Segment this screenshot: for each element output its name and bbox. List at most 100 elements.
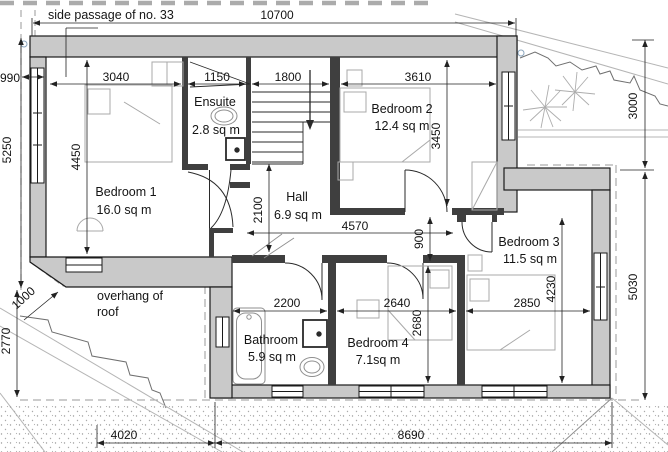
dim-label-4020: 4020 xyxy=(111,428,138,442)
door-bedroom3 xyxy=(461,221,493,253)
interior-walls xyxy=(182,57,504,385)
wall-bedroom2-south-left xyxy=(330,208,405,215)
dim-label-3040: 3040 xyxy=(103,70,130,84)
wall-stair-stub xyxy=(230,182,250,188)
bed-bedroom1 xyxy=(84,84,173,163)
survey-point-right xyxy=(517,49,525,57)
tree-icon xyxy=(522,71,596,129)
room-area-bedroom1: 16.0 sq m xyxy=(97,203,152,217)
window-bathroom-bottom xyxy=(271,385,304,398)
dim-label-2640: 2640 xyxy=(384,296,411,310)
room-area-bedroom3: 11.5 sq m xyxy=(503,252,557,266)
room-area-bathroom: 5.9 sq m xyxy=(248,350,296,364)
wall-bedroom1-bottom xyxy=(29,256,233,288)
wall-ensuite-south-left xyxy=(186,164,208,170)
dim-label-5250: 5250 xyxy=(0,136,14,163)
site-diagonal-2 xyxy=(454,21,668,85)
window-bathroom-left xyxy=(215,316,230,348)
dim-label-2850: 2850 xyxy=(514,296,541,310)
stair-arrow-head xyxy=(306,120,314,130)
bed-bedroom2 xyxy=(337,69,431,181)
wall-bedroom3-top xyxy=(503,167,611,191)
dim-label-2200: 2200 xyxy=(274,296,301,310)
wall-top xyxy=(29,35,518,58)
room-label-ensuite: Ensuite xyxy=(194,95,236,109)
dim-label-2770: 2770 xyxy=(0,327,13,354)
room-area-bedroom4: 7.1sq m xyxy=(356,353,400,367)
dim-label-3000: 3000 xyxy=(626,92,640,119)
door-bedroom4 xyxy=(386,262,424,300)
wall-bedroom1-east-upper xyxy=(182,57,188,170)
dim-line-1000 xyxy=(23,291,59,321)
wall-bedroom4-bedroom3 xyxy=(457,258,465,385)
site-contour-left xyxy=(19,315,167,409)
chair-bedroom1 xyxy=(76,217,104,232)
wall-bedroom2-south-right xyxy=(452,208,504,215)
dim-label-1000: 1000 xyxy=(9,284,38,312)
room-area-ensuite: 2.8 sq m xyxy=(192,123,240,137)
site-contour-right xyxy=(519,51,668,107)
wall-bedroom3-door-stub xyxy=(457,215,466,222)
window-bedroom3-right xyxy=(593,252,608,321)
survey-point-left xyxy=(20,40,28,48)
ensuite-toilet xyxy=(210,106,238,126)
side-passage-note: side passage of no. 33 xyxy=(48,8,174,22)
dim-label-10700: 10700 xyxy=(260,8,294,22)
room-label-bathroom: Bathroom xyxy=(244,333,298,347)
wall-bedroom1-east-lower xyxy=(209,233,214,257)
room-label-hall: Hall xyxy=(286,190,308,204)
door-bathroom xyxy=(284,262,323,301)
labels: side passage of no. 33 overhang of roof … xyxy=(0,8,640,442)
room-label-bedroom2: Bedroom 2 xyxy=(371,102,432,116)
dim-label-1800: 1800 xyxy=(275,70,302,84)
wall-hall-south-2 xyxy=(322,255,387,263)
room-area-bedroom2: 12.4 sq m xyxy=(375,119,430,133)
ensuite-sink xyxy=(225,137,246,161)
bathroom-toilet xyxy=(299,357,325,377)
dim-label-8690: 8690 xyxy=(398,428,425,442)
window-bedroom2-right xyxy=(501,71,516,141)
dim-label-4230: 4230 xyxy=(544,275,558,302)
bathroom-sink xyxy=(302,319,328,348)
window-bedroom3-bottom xyxy=(481,385,548,398)
dim-label-4450: 4450 xyxy=(69,143,83,170)
wall-bedroom3-door-jamb xyxy=(492,215,497,222)
door-bedroom2 xyxy=(404,169,448,213)
wall-stairs-west xyxy=(246,57,251,164)
furniture xyxy=(76,61,556,385)
dim-label-5030: 5030 xyxy=(626,273,640,300)
dim-label-3610: 3610 xyxy=(405,70,432,84)
windows xyxy=(30,67,608,398)
door-bedroom1 xyxy=(187,171,234,228)
wall-bedroom2-west xyxy=(330,57,340,212)
window-bedroom1-left xyxy=(30,67,45,184)
wardrobe-bedroom2 xyxy=(471,161,498,211)
overhang-note-line1: overhang of xyxy=(97,289,164,303)
door-ensuite xyxy=(209,169,232,229)
wardrobe-bedroom1 xyxy=(151,61,184,87)
dim-label-4570: 4570 xyxy=(342,219,369,233)
stair-direction-wedge xyxy=(189,61,251,85)
dim-label-1150: 1150 xyxy=(204,70,230,84)
dim-label-3450: 3450 xyxy=(429,122,443,149)
window-bedroom1-bottom xyxy=(65,257,103,273)
wall-lobby-stub xyxy=(209,228,233,233)
ground-texture xyxy=(0,406,668,452)
wall-hall-south-3 xyxy=(423,255,465,263)
bed-bedroom3 xyxy=(466,254,556,351)
dim-label-990: 990 xyxy=(0,71,20,85)
room-label-bedroom3: Bedroom 3 xyxy=(498,235,559,249)
wall-ensuite-south-right xyxy=(230,164,250,170)
dim-label-2100: 2100 xyxy=(251,196,265,223)
overhang-note-line2: roof xyxy=(97,305,119,319)
dim-label-900: 900 xyxy=(412,229,426,249)
room-label-bedroom1: Bedroom 1 xyxy=(95,185,156,199)
wall-hall-south-1 xyxy=(232,255,285,263)
window-bedroom4-bottom xyxy=(358,385,425,398)
dimension-lines xyxy=(14,18,654,448)
room-area-hall: 6.9 sq m xyxy=(274,208,322,222)
wall-bathroom-bedroom4 xyxy=(328,263,336,385)
room-label-bedroom4: Bedroom 4 xyxy=(347,336,408,350)
dim-label-2680: 2680 xyxy=(410,309,424,336)
